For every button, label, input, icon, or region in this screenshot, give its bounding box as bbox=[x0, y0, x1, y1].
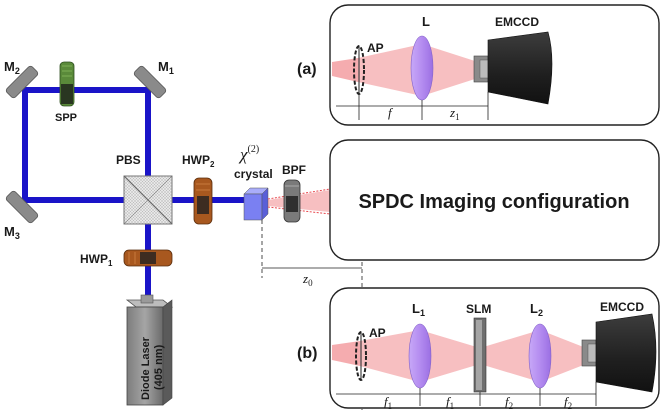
hwp2-label: HWP2 bbox=[182, 153, 215, 169]
nonlinear-crystal bbox=[243, 187, 269, 221]
half-wave-plate-2 bbox=[193, 177, 213, 225]
panel-a-lens-label: L bbox=[422, 14, 430, 29]
panel-b-camera bbox=[581, 313, 657, 393]
panel-b-lens2 bbox=[528, 323, 552, 389]
panel-a-camera-label: EMCCD bbox=[495, 15, 539, 29]
hwp1-label: HWP1 bbox=[80, 252, 113, 268]
mirror-m3-label: M3 bbox=[4, 224, 20, 241]
panel-b-beam bbox=[332, 330, 586, 382]
half-wave-plate-1 bbox=[123, 249, 173, 267]
band-pass-filter bbox=[283, 179, 301, 223]
spdc-imaging-title: SPDC Imaging configuration bbox=[358, 191, 629, 213]
spp-label: SPP bbox=[55, 112, 77, 124]
panel-b-f1b-label: f1 bbox=[446, 394, 454, 411]
spdc-imaging-box bbox=[329, 139, 660, 261]
panel-a-lens bbox=[410, 35, 434, 101]
mirror-m3 bbox=[5, 190, 39, 224]
chi2-label: χ(2) bbox=[238, 144, 259, 164]
laser-label-line1: Diode Laser bbox=[140, 336, 152, 400]
mirror-m1-label: M1 bbox=[158, 59, 174, 76]
crystal-label: crystal bbox=[234, 167, 273, 181]
panel-b-f2b-label: f2 bbox=[564, 394, 572, 411]
panel-b-lens2-label: L2 bbox=[530, 301, 543, 318]
panel-b-aperture bbox=[355, 331, 367, 381]
panel-b-slm-label: SLM bbox=[466, 302, 491, 316]
panel-b-f2a-label: f2 bbox=[505, 394, 513, 411]
diode-laser bbox=[125, 294, 174, 406]
mirror-m2 bbox=[5, 65, 39, 99]
laser-label-line2: (405 nm) bbox=[153, 344, 165, 390]
spiral-phase-plate bbox=[59, 61, 75, 107]
panel-a-tag: (a) bbox=[297, 61, 317, 78]
panel-b-ap-label: AP bbox=[369, 326, 386, 340]
panel-b-lens1 bbox=[408, 323, 432, 389]
panel-b-dimensions bbox=[336, 382, 597, 406]
polarizing-beam-splitter bbox=[123, 175, 173, 225]
panel-b-tag: (b) bbox=[297, 345, 317, 362]
panel-b-slm bbox=[473, 317, 487, 393]
panel-a-dimensions bbox=[336, 92, 489, 120]
panel-a-beam bbox=[332, 44, 478, 96]
panel-a-z1-label: z1 bbox=[449, 105, 460, 122]
z0-label: z0 bbox=[302, 271, 313, 288]
panel-b-lens1-label: L1 bbox=[412, 301, 425, 318]
mirror-m1 bbox=[133, 65, 167, 99]
panel-a-f-label: f bbox=[388, 105, 394, 120]
panel-a-ap-label: AP bbox=[367, 41, 384, 55]
pbs-label: PBS bbox=[116, 153, 141, 167]
panel-b-f1a-label: f1 bbox=[384, 394, 392, 411]
panel-a-camera bbox=[473, 31, 553, 105]
panel-b-camera-label: EMCCD bbox=[600, 300, 644, 314]
bpf-label: BPF bbox=[282, 163, 306, 177]
mirror-m2-label: M2 bbox=[4, 59, 20, 76]
